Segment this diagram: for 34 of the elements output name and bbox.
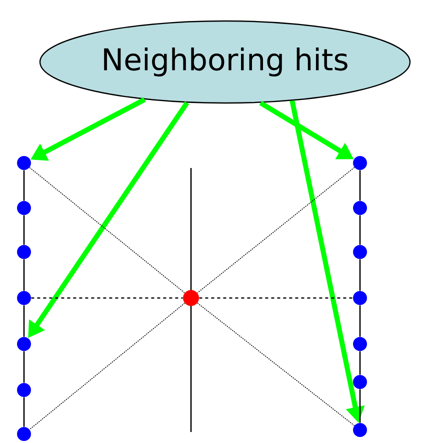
line (23, 351, 25, 383)
line (359, 351, 361, 375)
dashed-line (199, 297, 353, 299)
hit-dot (17, 291, 31, 305)
hit-dot (353, 156, 367, 170)
hit-dot (353, 337, 367, 351)
line (359, 215, 361, 245)
line (359, 305, 361, 337)
hit-dot (353, 375, 367, 389)
hit-dot (17, 383, 31, 397)
hit-dot (17, 337, 31, 351)
hit-dot (17, 427, 31, 441)
hit-dot (17, 201, 31, 215)
hit-dot (353, 245, 367, 259)
dotted-line (197, 302, 355, 426)
hit-dot (183, 290, 199, 306)
dashed-line (31, 297, 183, 299)
line (359, 389, 361, 423)
dotted-line (197, 167, 355, 294)
hit-dot (353, 423, 367, 437)
line (23, 397, 25, 427)
dotted-line (29, 167, 186, 294)
line (359, 170, 361, 201)
hit-dot (17, 245, 31, 259)
dotted-line (29, 302, 186, 430)
ellipse-node: Neighboring hits (39, 20, 411, 104)
hit-dot (17, 156, 31, 170)
line (23, 215, 25, 245)
hit-dot (353, 291, 367, 305)
line (23, 170, 25, 201)
line (359, 259, 361, 291)
line (23, 305, 25, 337)
line (23, 259, 25, 291)
hit-dot (353, 201, 367, 215)
